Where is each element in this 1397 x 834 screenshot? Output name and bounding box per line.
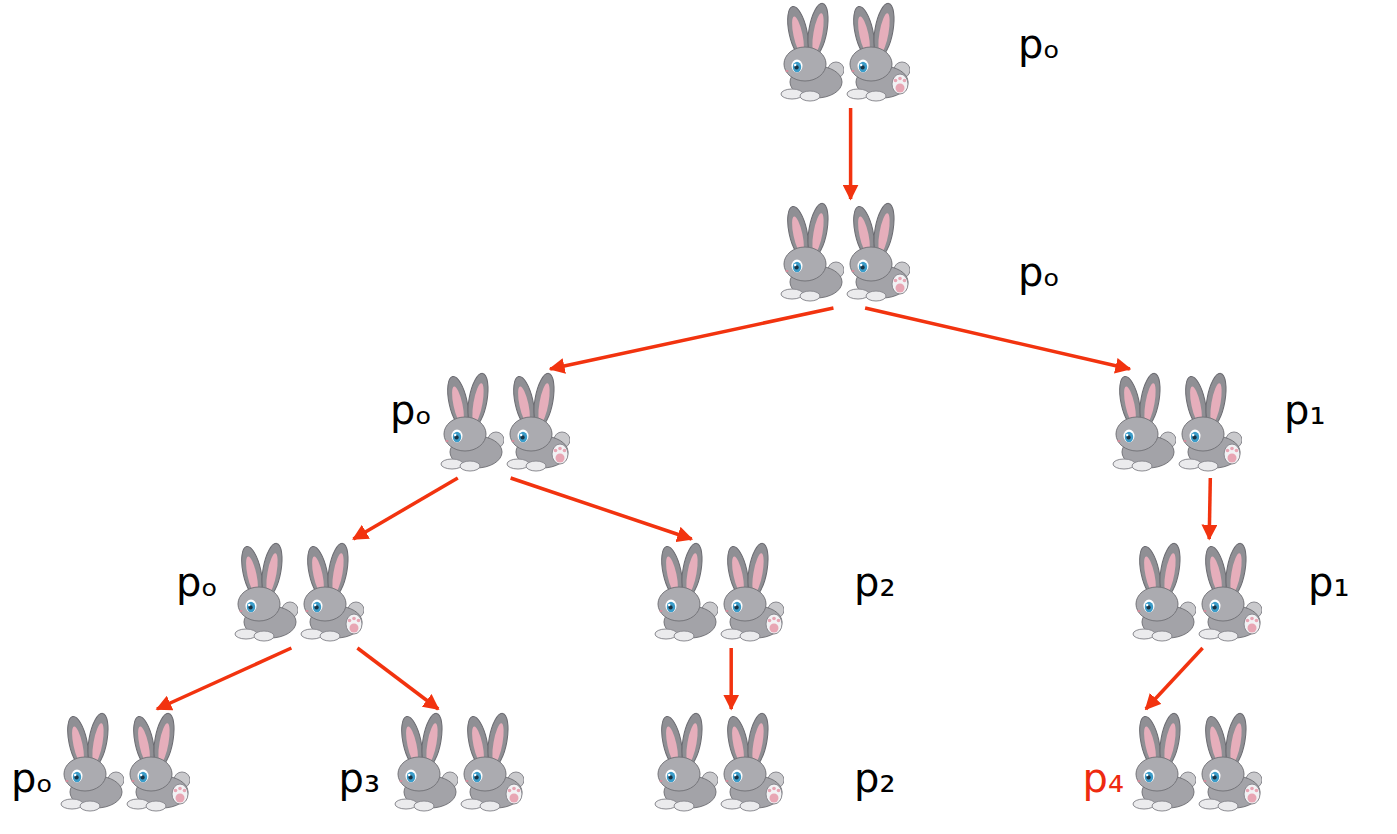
rabbit-pair-node: p₂ bbox=[652, 712, 784, 812]
rabbit-pair bbox=[1133, 712, 1262, 811]
rabbit-pair bbox=[1133, 542, 1262, 641]
rabbit-pair-node: p₁ bbox=[1110, 372, 1242, 472]
growth-arrow bbox=[357, 648, 438, 709]
rabbit-pair-node: p₁ bbox=[1130, 542, 1262, 642]
population-label: p₂ bbox=[854, 755, 895, 801]
growth-arrow bbox=[1209, 478, 1210, 539]
growth-arrow bbox=[849, 108, 853, 199]
rabbit-pair bbox=[395, 712, 524, 811]
population-label: p₁ bbox=[1308, 559, 1349, 605]
population-label: pₒ bbox=[390, 387, 432, 433]
rabbit-pair bbox=[235, 542, 364, 641]
population-label: pₒ bbox=[176, 559, 218, 605]
rabbit-pair bbox=[655, 542, 784, 641]
population-label: p₃ bbox=[339, 755, 380, 801]
rabbit-pair bbox=[781, 2, 910, 101]
growth-arrow bbox=[511, 478, 692, 539]
growth-arrow bbox=[865, 308, 1130, 369]
growth-arrow bbox=[353, 478, 457, 539]
growth-arrow bbox=[157, 648, 291, 709]
rabbit-pair-node: p₄ bbox=[1130, 712, 1262, 812]
rabbit-pair bbox=[1113, 372, 1242, 471]
rabbit-pair bbox=[61, 712, 190, 811]
rabbit-pair-node: p₃ bbox=[392, 712, 524, 812]
population-label: p₄ bbox=[1083, 755, 1124, 801]
rabbit-pair-node: pₒ bbox=[58, 712, 190, 812]
rabbit-pair-node: pₒ bbox=[778, 202, 910, 302]
rabbit-pair-node: pₒ bbox=[232, 542, 364, 642]
rabbit-pair-node: pₒ bbox=[778, 2, 910, 102]
population-label: p₂ bbox=[854, 559, 895, 605]
rabbit-pair-node: pₒ bbox=[438, 372, 570, 472]
rabbit-pair bbox=[441, 372, 570, 471]
population-label: pₒ bbox=[11, 755, 53, 801]
growth-arrow bbox=[729, 648, 733, 709]
population-label: p₁ bbox=[1284, 387, 1325, 433]
rabbit-pair bbox=[655, 712, 784, 811]
population-label: pₒ bbox=[1018, 249, 1060, 295]
growth-arrow bbox=[550, 308, 833, 369]
rabbit-pair-node: p₂ bbox=[652, 542, 784, 642]
population-label: pₒ bbox=[1018, 21, 1060, 67]
rabbit-pair bbox=[781, 202, 910, 301]
growth-arrow bbox=[1146, 648, 1203, 709]
